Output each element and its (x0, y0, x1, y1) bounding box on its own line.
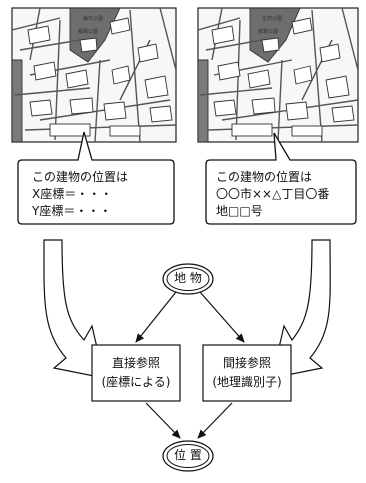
callout-left-line-3: Y座標＝・・・ (32, 204, 112, 218)
place-label-1: 都電公園 (78, 29, 98, 35)
node-object-label: 地 物 (174, 271, 202, 285)
node-object (162, 263, 214, 295)
callout-right-line-3: 地□□号 (216, 204, 263, 218)
node-indirect-line1: 間接参照 (222, 356, 271, 370)
place-label-3: 都電公園 (258, 29, 278, 35)
node-direct-line1: 直接参照 (111, 356, 160, 370)
callout-right-bubble (205, 132, 357, 225)
node-position (162, 440, 214, 472)
node-position-label: 位 置 (174, 448, 202, 462)
node-direct-box (91, 344, 181, 402)
map-right: 生田公園 都電公園 (197, 7, 359, 143)
arrow-object-to-indirect (199, 291, 245, 343)
callout-right-line-1: この建物の位置は (216, 170, 313, 184)
callout-left-bubble (17, 131, 175, 225)
arrow-object-to-direct (135, 291, 177, 343)
node-indirect-box (202, 344, 292, 402)
callout-right-line-2: 〇〇市××△丁目〇番 (216, 187, 330, 201)
callout-left-line-1: この建物の位置は (32, 170, 129, 184)
place-label-0: 毎日公園 (83, 15, 103, 22)
place-label-2: 生田公園 (262, 15, 282, 22)
node-direct-line2: (座標による) (101, 375, 171, 389)
arrow-indirect-to-position (197, 402, 233, 439)
map-left: 毎日公園 都電公園 (11, 7, 177, 143)
node-indirect-line2: (地理識別子) (212, 375, 282, 389)
arrow-direct-to-position (145, 402, 181, 439)
callout-left-line-2: X座標＝・・・ (32, 187, 113, 201)
